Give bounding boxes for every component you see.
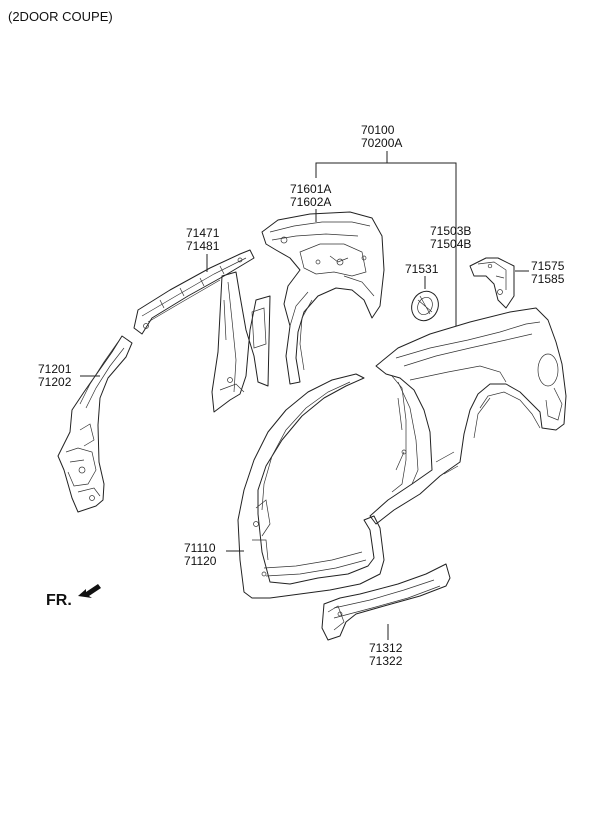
part-number: 71312 [369,641,403,655]
part-number: 70200A [361,136,403,150]
side-outer-part [237,373,407,599]
callout-71503b: 71503B 71504B [430,225,471,251]
callout-71575: 71575 71585 [531,260,564,286]
callout-71601a: 71601A 71602A [290,183,331,209]
b-pillar-part [211,271,271,413]
callout-71471: 71471 71481 [186,227,219,253]
part-number: 71202 [38,375,72,389]
diagram-header: (2DOOR COUPE) [8,9,113,24]
callout-71110: 71110 71120 [184,542,216,568]
part-number: 71601A [290,182,332,196]
part-number: 71110 [184,541,216,555]
part-number: 71602A [290,195,332,209]
callout-71312: 71312 71322 [369,642,402,668]
part-number: 71504B [430,237,472,251]
part-number: 71481 [186,239,220,253]
part-number: 71120 [184,554,217,568]
part-number: 70100 [361,123,395,137]
front-direction-label: FR. [46,592,72,609]
part-number: 71201 [38,362,72,376]
wheel-house-inner-part [261,211,385,385]
part-number: 71531 [405,262,439,276]
small-bracket-part [469,257,515,309]
part-number: 71585 [531,272,565,286]
sill-reinforcement-part [321,563,451,641]
callout-70100: 70100 70200A [361,124,402,150]
front-arrow-icon [78,584,101,598]
roof-rail-part [133,249,255,335]
callout-71531: 71531 [405,263,438,276]
leader-lines [80,151,529,640]
part-number: 71471 [186,226,220,240]
quarter-panel-part [369,307,567,525]
callout-71201: 71201 71202 [38,363,71,389]
part-number: 71503B [430,224,472,238]
round-patch-part [411,290,439,322]
a-pillar-inner-part [57,335,133,513]
part-number: 71322 [369,654,403,668]
part-number: 71575 [531,259,565,273]
